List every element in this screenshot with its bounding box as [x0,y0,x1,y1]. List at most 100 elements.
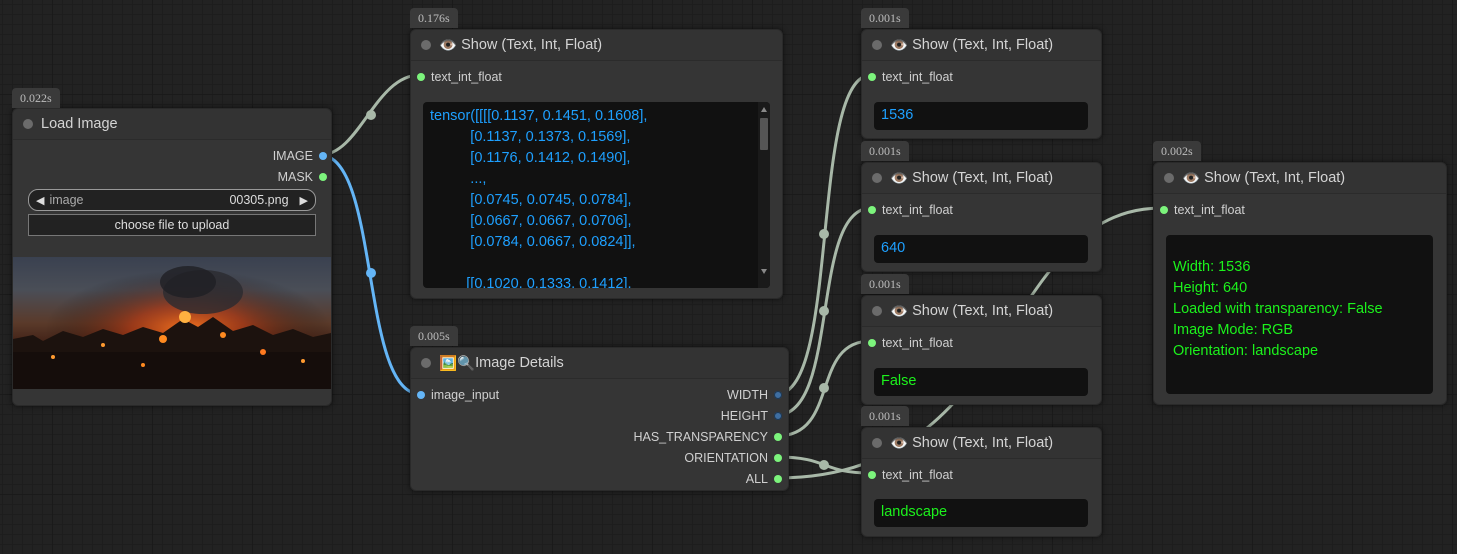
tensor-text-output[interactable]: tensor([[[[0.1137, 0.1451, 0.1608], [0.1… [423,102,770,288]
orientation-text-output[interactable]: landscape [874,499,1088,527]
show-height-node[interactable]: 👁️ Show (Text, Int, Float) text_int_floa… [861,162,1102,272]
output-pin-icon[interactable] [774,433,782,441]
collapse-dot-icon[interactable] [872,306,882,316]
node-title: Show (Text, Int, Float) [912,170,1054,186]
execution-time-badge: 0.176s [410,8,458,28]
node-title-bar[interactable]: 👁️ Show (Text, Int, Float) [862,30,1101,61]
output-pin-icon[interactable] [774,454,782,462]
collapse-dot-icon[interactable] [421,40,431,50]
transparency-text-output[interactable]: False [874,368,1088,396]
node-title-bar[interactable]: 👁️ Show (Text, Int, Float) [862,428,1101,459]
image-details-node[interactable]: 🖼️🔍 Image Details image_input WIDTH HEIG… [410,347,789,491]
input-pin-icon[interactable] [868,339,876,347]
input-slot-text-int-float[interactable]: text_int_float [417,70,502,84]
combo-value: 00305.png [229,193,289,207]
output-slot-all[interactable]: ALL [746,472,782,486]
input-slot-text-int-float[interactable]: text_int_float [868,468,953,482]
node-title-bar[interactable]: 👁️ Show (Text, Int, Float) [862,296,1101,327]
input-slot-text-int-float[interactable]: text_int_float [868,70,953,84]
slot-label: MASK [277,170,313,184]
combo-left-arrow-icon[interactable]: ◀ [36,194,45,207]
execution-time-badge: 0.001s [861,141,909,161]
wire-image-to-show [319,73,421,157]
input-slot-text-int-float[interactable]: text_int_float [868,336,953,350]
scroll-thumb[interactable] [760,118,768,150]
execution-time-badge: 0.001s [861,8,909,28]
text-content: 1536 [881,107,914,123]
wire-orientation-to-show [776,455,872,475]
collapse-dot-icon[interactable] [421,358,431,368]
output-pin-icon[interactable] [319,152,327,160]
output-slot-mask[interactable]: MASK [278,170,327,184]
output-slot-height[interactable]: HEIGHT [721,409,782,423]
eye-icon: 👁️ [890,435,909,452]
slot-label: WIDTH [727,388,768,402]
input-slot-image-input[interactable]: image_input [417,388,499,402]
input-pin-icon[interactable] [868,73,876,81]
node-title-bar[interactable]: 👁️ Show (Text, Int, Float) [1154,163,1446,194]
combo-right-arrow-icon[interactable]: ▶ [299,194,308,207]
slot-label: ALL [745,472,768,486]
city-fire-image [13,257,331,389]
text-content: Width: 1536 Height: 640 Loaded with tran… [1173,259,1383,359]
wire-midpoint [819,229,829,239]
height-text-output[interactable]: 640 [874,235,1088,263]
collapse-dot-icon[interactable] [872,40,882,50]
output-pin-icon[interactable] [774,391,782,399]
collapse-dot-icon[interactable] [872,438,882,448]
collapse-dot-icon[interactable] [1164,173,1174,183]
width-text-output[interactable]: 1536 [874,102,1088,130]
output-slot-image[interactable]: IMAGE [273,149,327,163]
load-image-node[interactable]: Load Image IMAGE MASK ◀ image 00305.png … [12,108,332,406]
scroll-up-icon[interactable] [761,107,767,112]
execution-time-badge: 0.001s [861,274,909,294]
show-all-node[interactable]: 👁️ Show (Text, Int, Float) text_int_floa… [1153,162,1447,405]
show-tensor-node[interactable]: 👁️ Show (Text, Int, Float) text_int_floa… [410,29,783,299]
node-title: Show (Text, Int, Float) [1204,170,1346,186]
node-title-bar[interactable]: 🖼️🔍 Image Details [411,348,788,379]
input-pin-icon[interactable] [417,391,425,399]
input-slot-text-int-float[interactable]: text_int_float [868,203,953,217]
scroll-down-icon[interactable] [761,269,767,274]
output-slot-width[interactable]: WIDTH [727,388,782,402]
wire-transparency-to-show [776,339,872,438]
wire-image-to-details [319,153,421,396]
input-pin-icon[interactable] [868,206,876,214]
show-orientation-node[interactable]: 👁️ Show (Text, Int, Float) text_int_floa… [861,427,1102,537]
text-content: 640 [881,240,906,256]
upload-button[interactable]: choose file to upload [28,214,316,236]
input-slot-text-int-float[interactable]: text_int_float [1160,203,1245,217]
text-content: False [881,373,917,389]
slot-label: IMAGE [272,149,313,163]
output-pin-icon[interactable] [774,475,782,483]
node-title-bar[interactable]: 👁️ Show (Text, Int, Float) [411,30,782,61]
scrollbar[interactable] [758,102,770,288]
node-title-bar[interactable]: Load Image [13,109,331,140]
output-pin-icon[interactable] [319,173,327,181]
collapse-dot-icon[interactable] [23,119,33,129]
wire-midpoint [819,460,829,470]
show-width-node[interactable]: 👁️ Show (Text, Int, Float) text_int_floa… [861,29,1102,139]
input-pin-icon[interactable] [417,73,425,81]
show-transparency-node[interactable]: 👁️ Show (Text, Int, Float) text_int_floa… [861,295,1102,405]
wire-midpoint [819,383,829,393]
eye-icon: 👁️ [439,37,458,54]
wire-midpoint [819,306,829,316]
node-title-bar[interactable]: 👁️ Show (Text, Int, Float) [862,163,1101,194]
node-title: Load Image [41,116,118,132]
execution-time-badge: 0.001s [861,406,909,426]
all-details-text-output[interactable]: Width: 1536 Height: 640 Loaded with tran… [1166,235,1433,394]
slot-label: ORIENTATION [684,451,768,465]
output-pin-icon[interactable] [774,412,782,420]
collapse-dot-icon[interactable] [872,173,882,183]
slot-label: text_int_float [882,70,953,84]
slot-label: HEIGHT [720,409,768,423]
text-content: tensor([[[[0.1137, 0.1451, 0.1608], [0.1… [430,108,648,288]
input-pin-icon[interactable] [868,471,876,479]
slot-label: HAS_TRANSPARENCY [633,430,768,444]
output-slot-has-transparency[interactable]: HAS_TRANSPARENCY [633,430,782,444]
output-slot-orientation[interactable]: ORIENTATION [684,451,782,465]
input-pin-icon[interactable] [1160,206,1168,214]
node-title: Image Details [475,355,564,371]
image-combo-widget[interactable]: ◀ image 00305.png ▶ [28,189,316,211]
